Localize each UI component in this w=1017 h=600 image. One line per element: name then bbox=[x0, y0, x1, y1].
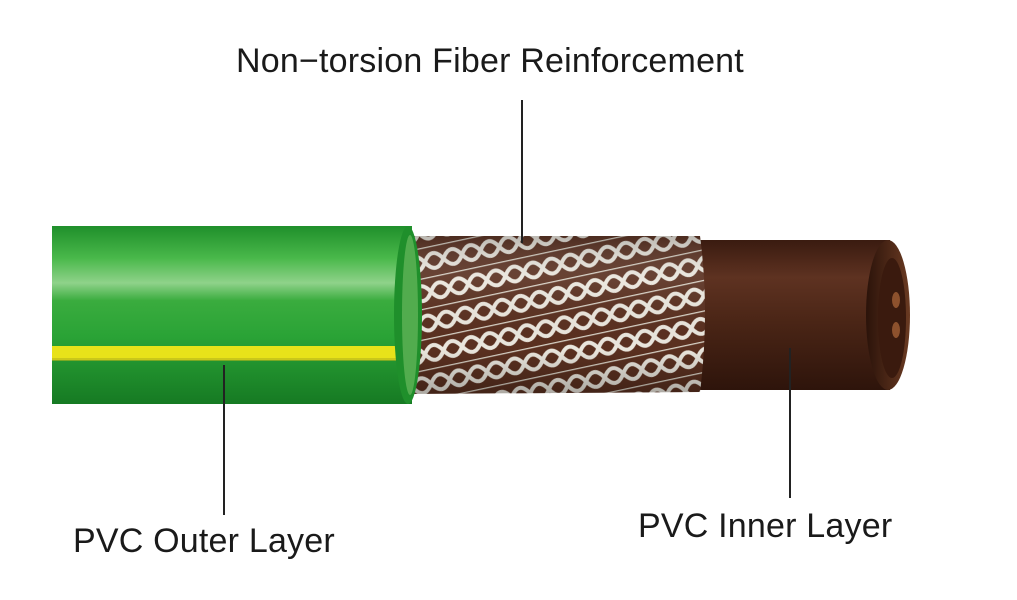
label-pvc-outer-layer: PVC Outer Layer bbox=[73, 522, 335, 560]
leader-line-fiber bbox=[521, 100, 523, 243]
label-fiber-reinforcement: Non−torsion Fiber Reinforcement bbox=[236, 42, 744, 80]
leader-line-inner bbox=[789, 348, 791, 498]
pvc-outer-layer bbox=[52, 226, 422, 404]
leader-line-outer bbox=[223, 365, 225, 515]
label-pvc-inner-layer: PVC Inner Layer bbox=[638, 507, 893, 545]
fiber-reinforcement-mesh bbox=[401, 236, 705, 394]
